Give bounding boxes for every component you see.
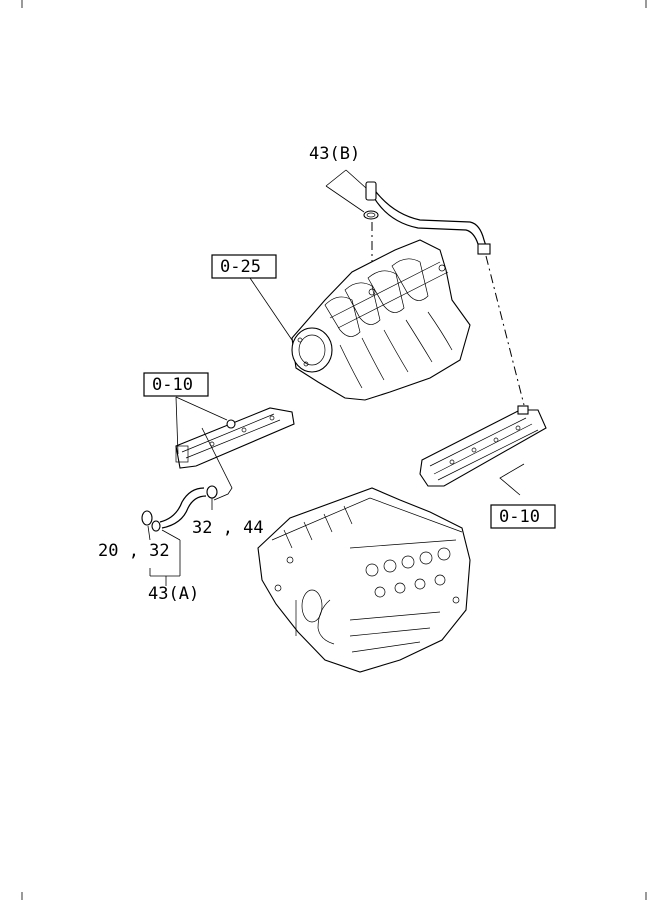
crop-marks: [21, 0, 647, 900]
callout-box-0-10-right: 0-10: [490, 504, 556, 529]
callout-box-0-10-left: 0-10: [143, 372, 209, 397]
callout-label-43b: 43(B): [309, 144, 360, 164]
leader-lines: [147, 169, 525, 586]
engine-block: [257, 487, 471, 673]
callout-label-43a: 43(A): [148, 584, 199, 604]
assembly-lines: [371, 222, 525, 406]
intake-manifold-0-25: [291, 239, 471, 401]
callout-43b: 43(B): [309, 144, 360, 164]
hose-43a: [141, 485, 218, 532]
callout-label-0-10-right: 0-10: [499, 507, 540, 527]
breather-pipe-43b: [363, 181, 491, 255]
callout-label-20-32: 20 , 32: [98, 541, 170, 561]
callout-label-32-44: 32 , 44: [192, 518, 264, 538]
callout-box-0-25: 0-25: [211, 254, 277, 279]
left-valve-cover: [175, 407, 295, 469]
callout-label-0-25: 0-25: [220, 257, 261, 277]
right-valve-cover: [419, 405, 547, 487]
callout-label-0-10-left: 0-10: [152, 375, 193, 395]
